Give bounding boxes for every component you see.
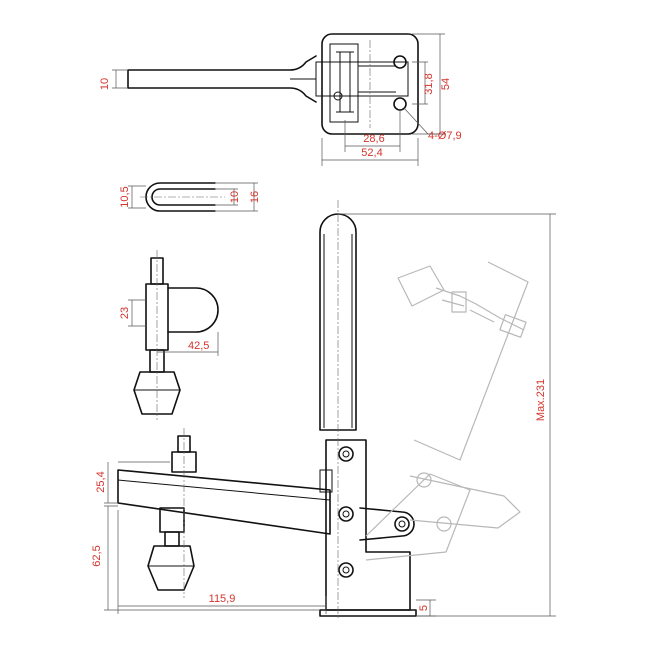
grip-inner-label: 10,5	[119, 186, 131, 207]
spindle-detail	[128, 250, 219, 420]
ghost-open-position	[365, 261, 529, 561]
spindle-offset-label: 23	[119, 307, 131, 319]
base-height-label: 54	[440, 78, 452, 90]
main-dimension-lines	[104, 213, 556, 617]
grip-outer-label: 16	[249, 191, 261, 203]
max-height-label: Max.231	[535, 379, 547, 421]
grip-mid-label: 10	[229, 191, 241, 203]
holes-label: 4-Ø7,9	[428, 130, 462, 142]
slot-height-label: 31,8	[423, 73, 435, 94]
base-thickness-label: 5	[418, 605, 430, 611]
arm-height-label: 25,4	[95, 471, 107, 492]
clamp-side-view	[117, 200, 417, 620]
clamp-height-label: 62,5	[91, 545, 103, 566]
top-view	[112, 33, 446, 166]
base-width-label: 52,4	[361, 147, 382, 159]
handle-thickness-label: 10	[99, 78, 111, 90]
hole-spacing-label: 28,6	[363, 133, 384, 145]
spindle-reach-label: 42,5	[188, 340, 209, 352]
grip-detail	[128, 182, 258, 212]
clamp-reach-label: 115,9	[209, 593, 236, 605]
